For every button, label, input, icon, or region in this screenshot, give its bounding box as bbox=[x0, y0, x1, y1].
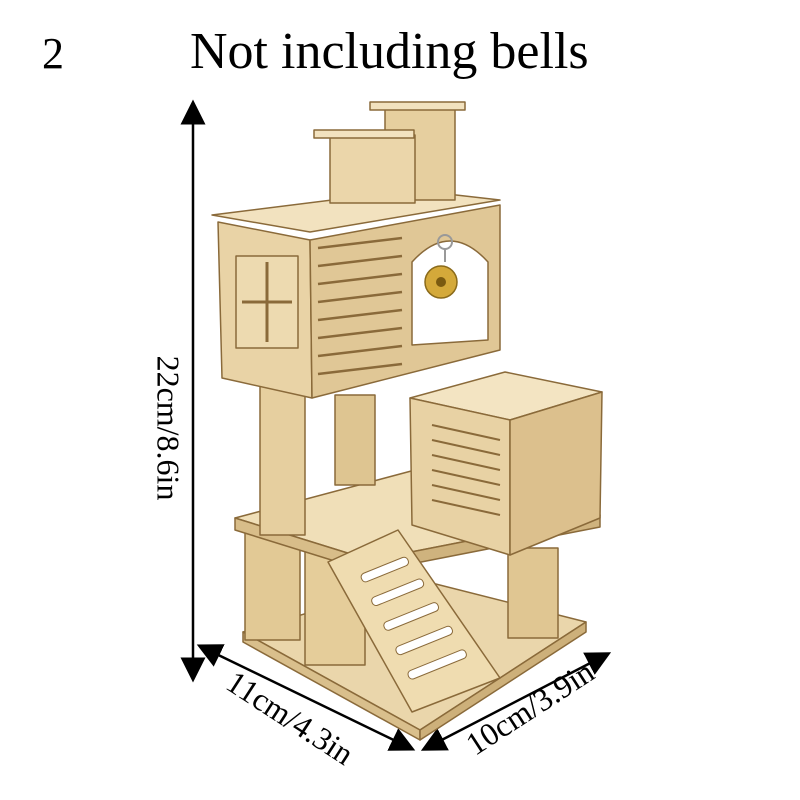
leg-back-right bbox=[507, 547, 559, 639]
pillar-left bbox=[259, 384, 306, 536]
image-number: 2 bbox=[42, 29, 64, 78]
bell-icon bbox=[424, 234, 458, 299]
chimney-front bbox=[329, 134, 416, 204]
depth-arrow bbox=[420, 652, 612, 751]
small-box-side bbox=[509, 391, 603, 556]
wooden-hamster-house bbox=[211, 101, 603, 741]
pillar-mid bbox=[334, 394, 376, 486]
height-label: 22cm/8.6in bbox=[150, 355, 187, 501]
image-title: Not including bells bbox=[190, 23, 589, 80]
width-arrow bbox=[196, 644, 416, 751]
